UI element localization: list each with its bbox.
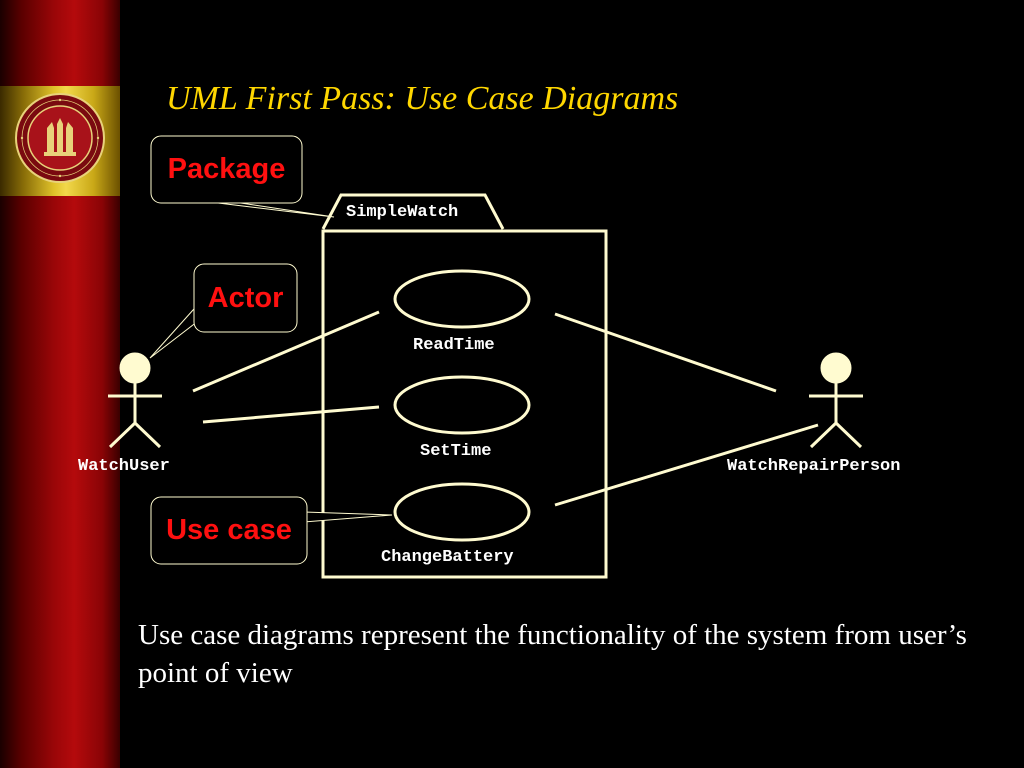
actor-label-watchrepairperson: WatchRepairPerson <box>727 457 901 476</box>
actor-label-watchuser: WatchUser <box>78 457 170 476</box>
callout-actor-text: Actor <box>207 281 284 314</box>
callout-package-pointer <box>209 201 335 218</box>
callout-package-text: Package <box>167 153 286 185</box>
use-case-label-readtime: ReadTime <box>413 336 495 355</box>
use-case-label-changebattery: ChangeBattery <box>381 548 514 567</box>
actor-watchrepairperson-figure <box>809 352 863 449</box>
callout-usecase-pointer <box>303 511 393 523</box>
use-case-ellipse-settime <box>393 375 531 435</box>
actor-watchuser-figure <box>108 352 162 449</box>
package-boundary <box>321 229 608 579</box>
association-readtime-watchrepairperson <box>554 312 777 393</box>
association-watchuser-readtime <box>192 310 380 393</box>
university-seal-logo <box>15 93 105 183</box>
association-watchuser-settime <box>202 405 380 424</box>
package-tab <box>321 193 505 230</box>
use-case-label-settime: SetTime <box>420 442 492 461</box>
callout-actor-box <box>193 263 298 333</box>
callout-usecase-box <box>150 496 308 565</box>
use-case-ellipse-readtime <box>393 269 531 329</box>
slide-title: UML First Pass: Use Case Diagrams <box>166 80 679 117</box>
use-case-ellipse-changebattery <box>393 482 531 542</box>
slide-caption: Use case diagrams represent the function… <box>138 619 967 689</box>
package-name-label: SimpleWatch <box>346 203 459 222</box>
association-changebattery-watchrepairperson <box>554 423 819 507</box>
callout-package-box <box>150 135 303 204</box>
callout-usecase-text: Use case <box>166 514 292 546</box>
